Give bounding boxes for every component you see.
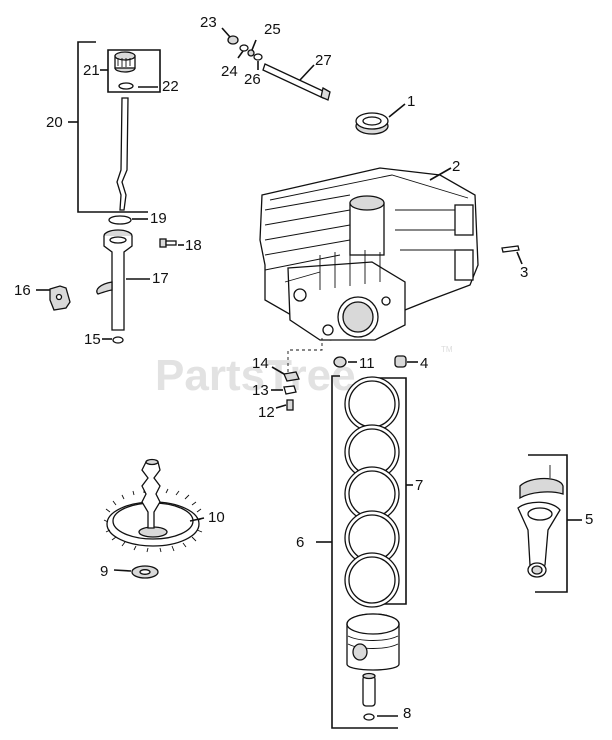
callout-16: 16 [14,282,31,299]
callout-23: 23 [200,14,217,31]
callout-21: 21 [83,62,100,79]
piston-pin [362,672,376,707]
callout-11: 11 [359,355,375,372]
breather-fittings [227,35,263,61]
crankcase [259,167,479,341]
watermark-tm: TM [441,345,453,354]
dipstick-oring [118,82,134,90]
callout-17: 17 [152,270,169,287]
oil-seal [355,112,389,135]
callout-27: 27 [315,52,332,69]
callout-9: 9 [100,563,108,580]
callout-3: 3 [520,264,528,281]
dowel-pin [501,245,520,253]
tube-oring [108,215,132,225]
breather-hose [262,63,331,101]
dowel-11 [333,356,347,368]
callout-7: 7 [415,477,423,494]
dipstick-blade [116,97,129,211]
callout-19: 19 [150,210,167,227]
callout-4: 4 [420,355,428,372]
callout-20: 20 [46,114,63,131]
callout-26: 26 [244,71,261,88]
callout-24: 24 [221,63,238,80]
callout-15: 15 [84,331,101,348]
governor-parts [283,371,300,411]
dipstick-tube [96,229,133,331]
callout-22: 22 [162,78,179,95]
callout-5: 5 [585,511,593,528]
bottom-oring [112,336,124,344]
callout-12: 12 [258,404,275,421]
callout-8: 8 [403,705,411,722]
dipstick-group [77,41,161,213]
cam-shim [131,565,159,579]
callout-14: 14 [252,355,269,372]
callout-1: 1 [407,93,415,110]
callout-6: 6 [296,534,304,551]
callout-10: 10 [208,509,225,526]
camshaft [103,458,204,553]
callout-25: 25 [264,21,281,38]
tube-screw [159,238,177,248]
bracket [49,285,71,311]
piston [346,613,400,671]
pin-retainer [363,713,375,721]
callout-13: 13 [252,382,269,399]
piston-ring-set [344,376,400,608]
dipstick-cap [114,51,136,73]
callout-18: 18 [185,237,202,254]
dowel-4 [394,355,407,368]
watermark: PartsTree [155,351,356,400]
callout-2: 2 [452,158,460,175]
connecting-rod [517,465,564,578]
